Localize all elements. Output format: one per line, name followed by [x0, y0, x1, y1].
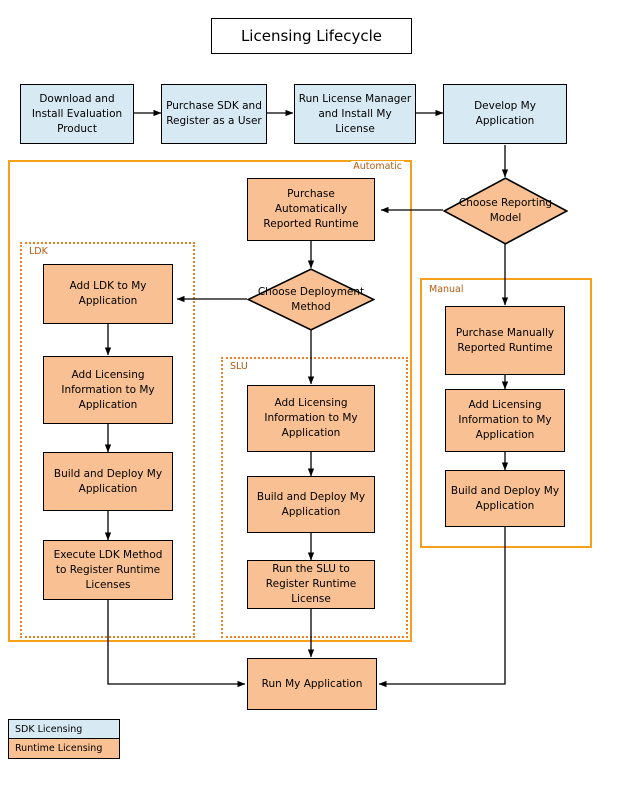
- node-download-install-evaluation-product[interactable]: Download and Install Evaluation Product: [20, 84, 134, 144]
- node-develop-my-application[interactable]: Develop My Application: [443, 84, 567, 144]
- node-manual-purchase-manually-reported-runtime[interactable]: Purchase Manually Reported Runtime: [445, 306, 565, 375]
- node-run-license-manager[interactable]: Run License Manager and Install My Licen…: [294, 84, 416, 144]
- node-ldk-build-and-deploy[interactable]: Build and Deploy My Application: [43, 452, 173, 511]
- diamond-shape: [443, 177, 568, 245]
- group-label-manual: Manual: [427, 284, 466, 295]
- node-run-my-application[interactable]: Run My Application: [247, 658, 377, 710]
- node-slu-run-to-register-runtime-license[interactable]: Run the SLU to Register Runtime License: [247, 560, 375, 609]
- node-slu-build-and-deploy[interactable]: Build and Deploy My Application: [247, 476, 375, 533]
- legend-item-sdk-licensing: SDK Licensing: [9, 720, 119, 739]
- decision-label: Choose Reporting Model: [458, 197, 553, 224]
- node-ldk-add-licensing-information[interactable]: Add Licensing Information to My Applicat…: [43, 356, 173, 424]
- diamond-shape: [247, 268, 375, 331]
- group-manual: Manual: [420, 278, 592, 548]
- legend-label-runtime: Runtime Licensing: [15, 743, 103, 754]
- node-manual-add-licensing-information[interactable]: Add Licensing Information to My Applicat…: [445, 389, 565, 452]
- legend-item-runtime-licensing: Runtime Licensing: [9, 739, 119, 758]
- node-ldk-add-to-my-application[interactable]: Add LDK to My Application: [43, 264, 173, 324]
- node-manual-build-and-deploy[interactable]: Build and Deploy My Application: [445, 470, 565, 527]
- node-purchase-automatically-reported-runtime[interactable]: Purchase Automatically Reported Runtime: [247, 178, 375, 241]
- node-slu-add-licensing-information[interactable]: Add Licensing Information to My Applicat…: [247, 385, 375, 452]
- node-ldk-execute-method-register-runtime-licenses[interactable]: Execute LDK Method to Register Runtime L…: [43, 540, 173, 600]
- decision-choose-deployment-method[interactable]: Choose Deployment Method: [247, 268, 375, 331]
- group-slu: SLU: [221, 357, 408, 638]
- node-purchase-sdk-register[interactable]: Purchase SDK and Register as a User: [161, 84, 267, 144]
- legend: SDK Licensing Runtime Licensing: [8, 719, 120, 759]
- group-label-automatic: Automatic: [351, 161, 404, 172]
- legend-label-sdk: SDK Licensing: [15, 723, 83, 735]
- group-label-ldk: LDK: [27, 246, 50, 257]
- decision-choose-reporting-model[interactable]: Choose Reporting Model: [443, 177, 568, 245]
- decision-label: Choose Deployment Method: [257, 285, 365, 313]
- diagram-title: Licensing Lifecycle: [211, 18, 412, 54]
- group-label-slu: SLU: [228, 361, 250, 372]
